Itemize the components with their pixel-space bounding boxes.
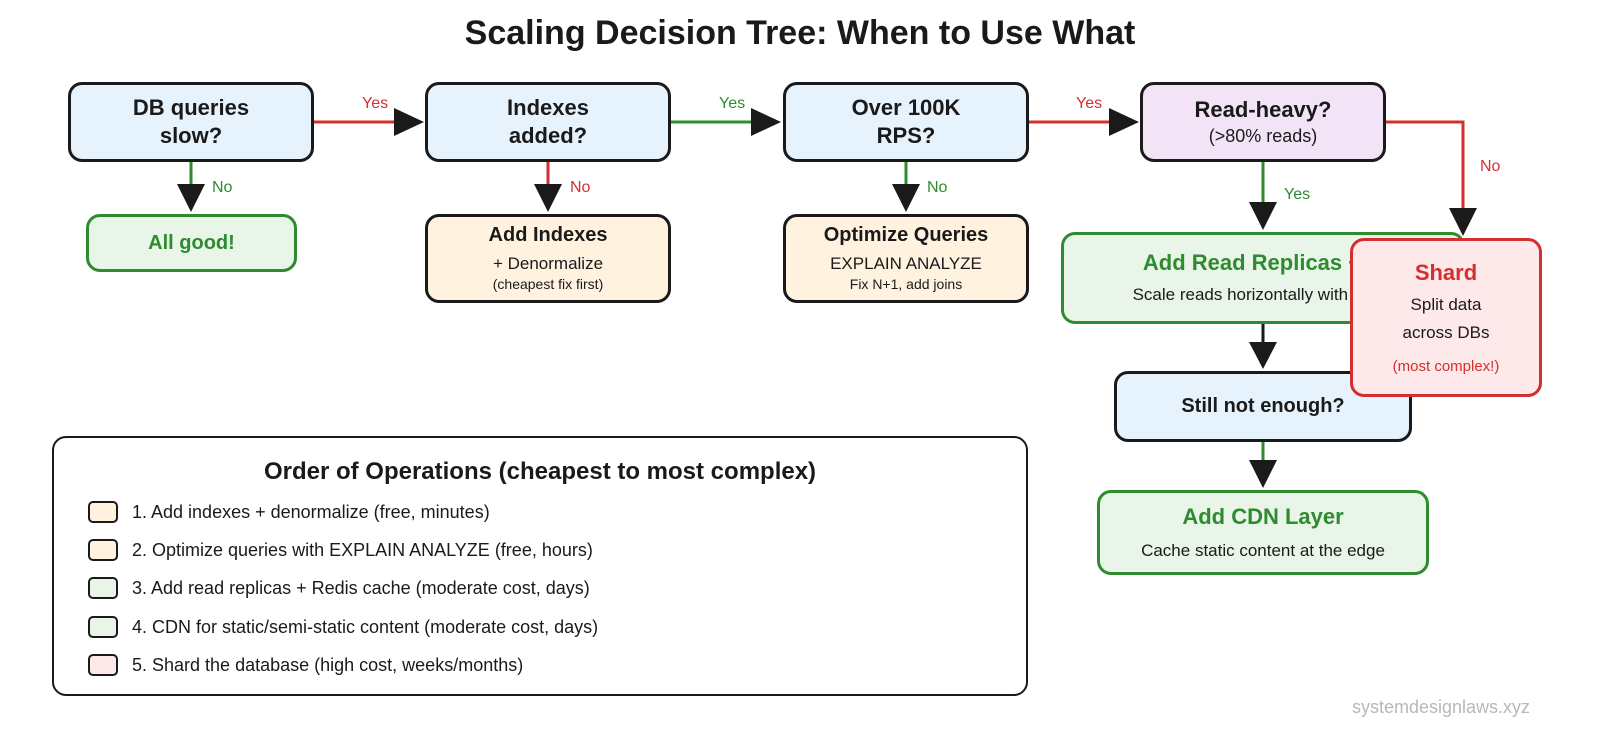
node-title: Add Indexes <box>488 224 608 246</box>
legend-swatch <box>88 577 118 599</box>
edge-label-no-2: No <box>570 179 591 196</box>
legend-item-text: 3. Add read replicas + Redis cache (mode… <box>132 577 590 598</box>
node-line-1: Split data <box>1410 294 1482 314</box>
edge-label-no-1: No <box>212 179 233 196</box>
node-line-2: (cheapest fix first) <box>492 276 604 292</box>
edge-label-yes-1: Yes <box>362 95 389 112</box>
legend-item-text: 4. CDN for static/semi-static content (m… <box>132 616 599 637</box>
legend-item-text: 1. Add indexes + denormalize (free, minu… <box>132 501 490 522</box>
arrowhead-q4-shard <box>1449 208 1477 236</box>
result-all-good: All good! <box>86 214 297 272</box>
arrowhead-q3-q4 <box>1109 108 1139 136</box>
legend-swatch <box>88 501 118 523</box>
node-title: DB queries slow? <box>132 95 250 148</box>
diagram-title: Scaling Decision Tree: When to Use What <box>464 14 1136 52</box>
node-subtitle: (>80% reads) <box>1208 126 1318 146</box>
arrowhead-q1-q2 <box>394 108 424 136</box>
legend-item: 2. Optimize queries with EXPLAIN ANALYZE… <box>88 539 593 561</box>
edge-label-no-3: No <box>927 179 948 196</box>
node-line-2: across DBs <box>1402 322 1490 342</box>
legend-swatch <box>88 539 118 561</box>
edge-label-no-4: No <box>1480 158 1501 175</box>
arrowhead-q4-replicas <box>1249 202 1277 230</box>
node-title: All good! <box>148 231 235 254</box>
legend-box: Order of Operations (cheapest to most co… <box>52 436 1028 696</box>
question-db-queries-slow: DB queries slow? <box>68 82 314 162</box>
node-line-1: Cache static content at the edge <box>1141 540 1385 560</box>
node-title: Add Read Replicas + C <box>1142 250 1384 275</box>
node-title: Read-heavy? <box>1194 97 1332 122</box>
edge-label-yes-3: Yes <box>1076 95 1103 112</box>
watermark: systemdesignlaws.xyz <box>1351 697 1530 717</box>
node-line-1: EXPLAIN ANALYZE <box>830 254 982 273</box>
node-title: Still not enough? <box>1181 395 1345 417</box>
result-add-cdn-layer: Add CDN Layer Cache static content at th… <box>1097 490 1429 575</box>
node-title: Optimize Queries <box>823 224 989 246</box>
legend-item: 1. Add indexes + denormalize (free, minu… <box>88 501 490 523</box>
result-shard: Shard Split data across DBs (most comple… <box>1350 238 1542 397</box>
question-still-not-enough: Still not enough? <box>1114 371 1412 442</box>
edge-q4-shard <box>1386 120 1465 208</box>
arrowhead-q2-indexes <box>534 184 562 212</box>
legend-item-text: 2. Optimize queries with EXPLAIN ANALYZE… <box>132 539 593 560</box>
node-title: Shard <box>1414 259 1478 285</box>
question-over-100k-rps: Over 100K RPS? <box>783 82 1029 162</box>
arrowhead-replicas-still <box>1249 342 1277 369</box>
legend-swatch <box>88 654 118 676</box>
arrowhead-q2-q3 <box>751 108 781 136</box>
legend-swatch <box>88 616 118 638</box>
edge-label-yes-4: Yes <box>1284 186 1311 203</box>
node-line-3: (most complex!) <box>1392 357 1500 375</box>
question-read-heavy: Read-heavy? (>80% reads) <box>1140 82 1386 162</box>
node-line-2: Fix N+1, add joins <box>849 276 963 292</box>
edge-label-yes-2: Yes <box>719 95 746 112</box>
legend-item: 5. Shard the database (high cost, weeks/… <box>88 654 523 676</box>
arrowhead-q1-allgood <box>177 184 205 212</box>
legend-item: 3. Add read replicas + Redis cache (mode… <box>88 577 590 599</box>
node-line-1: Scale reads horizontally with replic <box>1132 285 1394 304</box>
result-add-indexes: Add Indexes + Denormalize (cheapest fix … <box>425 214 671 303</box>
node-title: Add CDN Layer <box>1182 503 1344 529</box>
legend-title: Order of Operations (cheapest to most co… <box>263 458 817 485</box>
legend-item: 4. CDN for static/semi-static content (m… <box>88 616 598 638</box>
arrowhead-still-cdn <box>1249 460 1277 488</box>
legend-item-text: 5. Shard the database (high cost, weeks/… <box>132 654 524 675</box>
node-title: Indexes added? <box>507 95 589 148</box>
node-title: Over 100K RPS? <box>851 95 961 148</box>
arrowhead-q3-optimize <box>892 184 920 212</box>
node-line-1: + Denormalize <box>492 254 604 273</box>
result-optimize-queries: Optimize Queries EXPLAIN ANALYZE Fix N+1… <box>783 214 1029 303</box>
question-indexes-added: Indexes added? <box>425 82 671 162</box>
